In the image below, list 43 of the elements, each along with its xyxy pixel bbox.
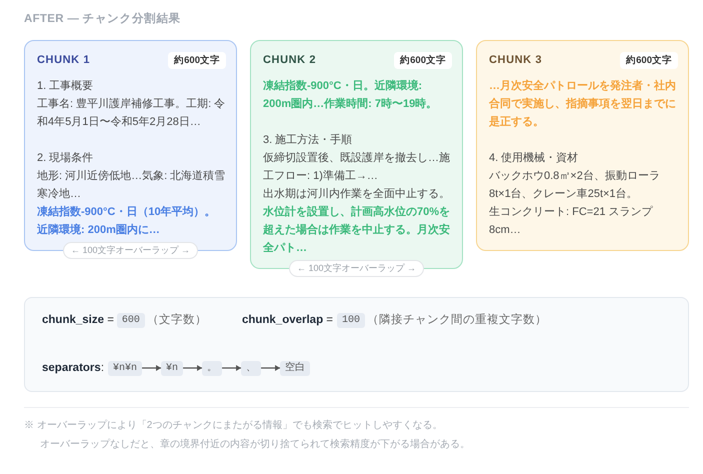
section-heading: 2. 現場条件: [37, 151, 94, 166]
count-badge: 約600文字: [168, 52, 226, 69]
parameter-note: （隣接チャンク間の重複文字数）: [367, 312, 548, 328]
card-heading: CHUNK 1: [37, 53, 90, 68]
count-badge: 約600文字: [394, 52, 452, 69]
arrow: [261, 365, 280, 371]
body-text: 仮締切設置後、既設護岸を撤去し…施工フロー: 1)準備工→…: [263, 150, 451, 184]
body-text: 工事名: 豊平川護岸補修工事。工期: 令和4年5月1日〜令和5年2月28日…: [37, 97, 226, 130]
parameter-name: chunk_size =: [42, 313, 114, 328]
arrow: [142, 365, 162, 371]
code-chip: 、: [241, 360, 262, 376]
section-heading: 3. 施工方法・手順: [263, 132, 354, 148]
arrow: [222, 365, 242, 371]
highlighted-text: …月次安全パトロールを発注者・社内合同で実施し、指摘事項を翌日までに是正する。: [489, 78, 677, 130]
card-heading: CHUNK 2: [263, 53, 316, 68]
highlighted-text: 水位計を設置し、計画高水位の70%を超えた場合は作業を中止する。月次安全パト…: [263, 204, 452, 256]
footnote: オーバーラップなしだと、章の境界付近の内容が切り捨てられて検索精度が下がる場合がある。: [40, 438, 470, 452]
code-chip: ¥n¥n: [108, 360, 142, 376]
section-title: AFTER — チャンク分割結果: [24, 11, 182, 27]
body-text: 出水期は河川内作業を全面中止する。: [263, 187, 451, 202]
code-chip: 100: [337, 312, 366, 328]
parameter-name: chunk_overlap =: [242, 313, 334, 328]
body-text: 生コンクリート: FC=21 スランプ8cm…: [489, 204, 654, 238]
code-chip: 。: [202, 360, 222, 376]
footnote: ※ オーバーラップにより「2つのチャンクにまたがる情報」でも検索でヒットしやすくなる。: [24, 419, 442, 433]
arrow: [183, 365, 202, 371]
section-heading: 4. 使用機械・資材: [489, 151, 580, 166]
highlighted-text: 凍結指数-900°C・日。近隣環境: 200m圏内…作業時間: 7時〜19時。: [263, 78, 438, 112]
body-text: バックホウ0.8㎥×2台、振動ローラ8t×1台、クレーン車25t×1台。: [489, 169, 661, 202]
chunk-card: [476, 40, 689, 251]
parameter-note: （文字数）: [146, 312, 207, 328]
settings-panel: [24, 297, 689, 392]
code-chip: 600: [116, 312, 145, 328]
code-chip: ¥n: [161, 360, 184, 376]
section-heading: 1. 工事概要: [37, 79, 94, 94]
overlap-pill: ← 100文字オーバーラップ →: [62, 242, 198, 258]
overlap-pill: ← 100文字オーバーラップ →: [288, 260, 424, 276]
card-heading: CHUNK 3: [489, 53, 542, 68]
highlighted-text: 凍結指数-900°C・日（10年平均）。近隣環境: 200m圏内に…: [37, 204, 217, 238]
count-badge: 約600文字: [620, 52, 678, 69]
parameter-name: separators:: [42, 361, 104, 376]
body-text: 地形: 河川近傍低地…気象: 北海道積雪寒冷地…: [37, 169, 226, 202]
code-chip: 空白: [280, 360, 310, 376]
